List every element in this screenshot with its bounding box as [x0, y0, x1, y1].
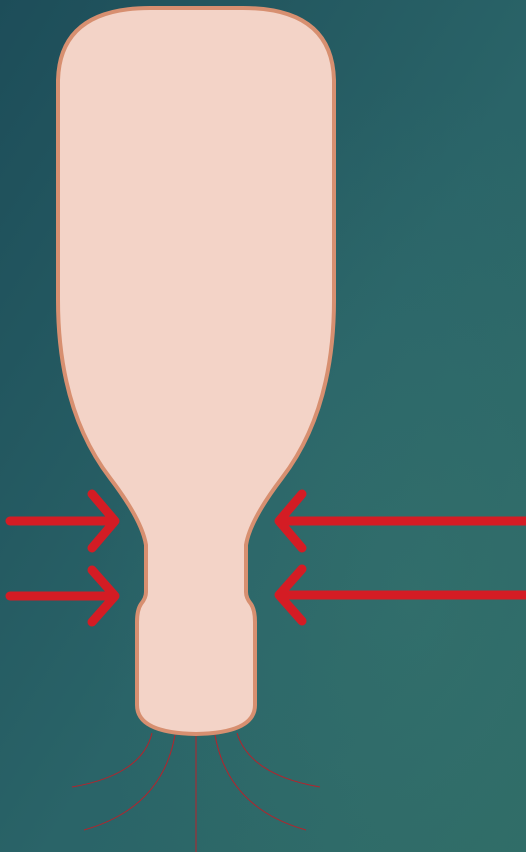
diagram-canvas	[0, 0, 526, 852]
diagram-svg	[0, 0, 526, 852]
